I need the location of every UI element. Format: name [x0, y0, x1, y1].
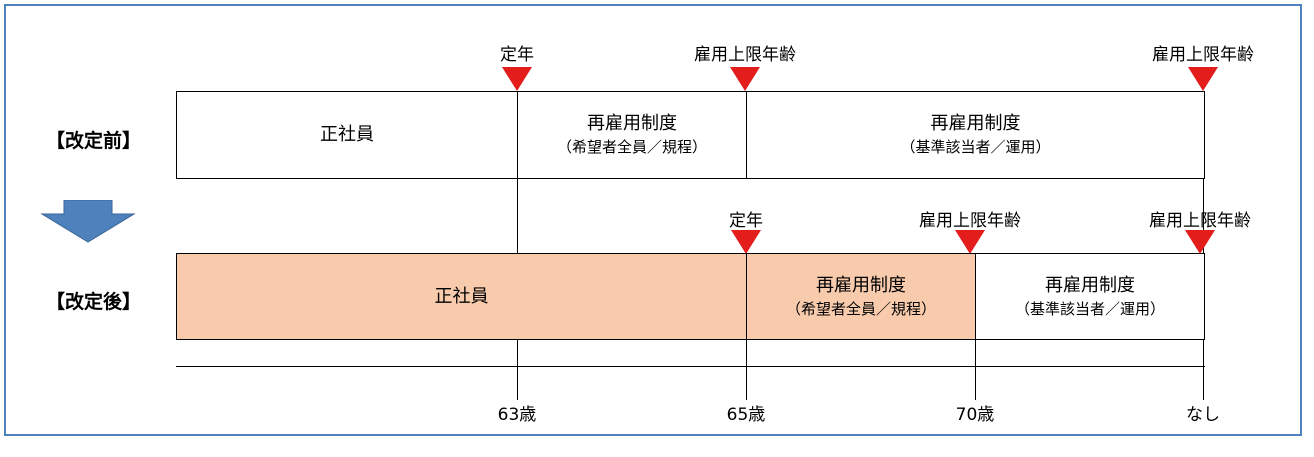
- marker-after-retirement-icon: [731, 230, 761, 254]
- row-label-before: 【改定前】: [46, 130, 142, 152]
- segment-before-employee: 正社員: [177, 92, 518, 178]
- marker-after-retirement-label: 定年: [729, 211, 763, 231]
- age-axis-line: [176, 366, 1205, 367]
- axis-tick-65: [746, 340, 747, 400]
- axis-label-63: 63歳: [497, 405, 537, 425]
- segment-before-rehire-criteria: 再雇用制度 （基準該当者／運用）: [747, 92, 1204, 178]
- diagram-frame: [4, 4, 1302, 436]
- marker-before-limit2-icon: [1188, 67, 1218, 91]
- segment-before-rehire-all: 再雇用制度 （希望者全員／規程）: [518, 92, 747, 178]
- marker-after-limit2-label: 雇用上限年齢: [1149, 211, 1251, 231]
- segment-before-rehire-criteria-note: （基準該当者／運用）: [900, 138, 1051, 156]
- marker-after-limit2-icon: [1185, 230, 1215, 254]
- connector-63: [517, 179, 518, 253]
- marker-after-limit-icon: [955, 230, 985, 254]
- marker-before-limit2-label: 雇用上限年齢: [1152, 45, 1254, 65]
- marker-after-limit-label: 雇用上限年齢: [919, 211, 1021, 231]
- segment-after-employee: 正社員: [177, 254, 747, 339]
- axis-label-none: なし: [1186, 405, 1220, 425]
- connector-none: [1203, 179, 1204, 253]
- axis-label-70: 70歳: [955, 405, 995, 425]
- segment-after-employee-label: 正社員: [434, 285, 489, 307]
- axis-tick-63: [517, 340, 518, 400]
- marker-before-retirement-icon: [502, 67, 532, 91]
- segment-before-rehire-criteria-title: 再雇用制度: [930, 113, 1021, 134]
- axis-tick-70: [975, 340, 976, 400]
- down-arrow-icon: [40, 200, 136, 243]
- segment-before-employee-label: 正社員: [320, 124, 374, 145]
- timeline-before: 正社員 再雇用制度 （希望者全員／規程） 再雇用制度 （基準該当者／運用）: [176, 91, 1205, 179]
- row-label-after: 【改定後】: [46, 291, 142, 313]
- axis-tick-none: [1203, 340, 1204, 400]
- segment-after-rehire-all-title: 再雇用制度: [816, 274, 906, 296]
- marker-before-limit-label: 雇用上限年齢: [694, 45, 796, 65]
- segment-before-rehire-all-note: （希望者全員／規程）: [556, 138, 707, 156]
- segment-before-rehire-all-title: 再雇用制度: [587, 113, 677, 134]
- axis-label-65: 65歳: [726, 405, 766, 425]
- segment-after-rehire-criteria: 再雇用制度 （基準該当者／運用）: [976, 254, 1204, 339]
- marker-before-retirement-label: 定年: [500, 45, 534, 65]
- timeline-after: 正社員 再雇用制度 （希望者全員／規程） 再雇用制度 （基準該当者／運用）: [176, 253, 1205, 340]
- segment-after-rehire-all-note: （希望者全員／規程）: [785, 299, 936, 318]
- marker-before-limit-icon: [730, 67, 760, 91]
- segment-after-rehire-criteria-note: （基準該当者／運用）: [1014, 299, 1165, 318]
- segment-after-rehire-criteria-title: 再雇用制度: [1045, 274, 1135, 296]
- segment-after-rehire-all: 再雇用制度 （希望者全員／規程）: [747, 254, 976, 339]
